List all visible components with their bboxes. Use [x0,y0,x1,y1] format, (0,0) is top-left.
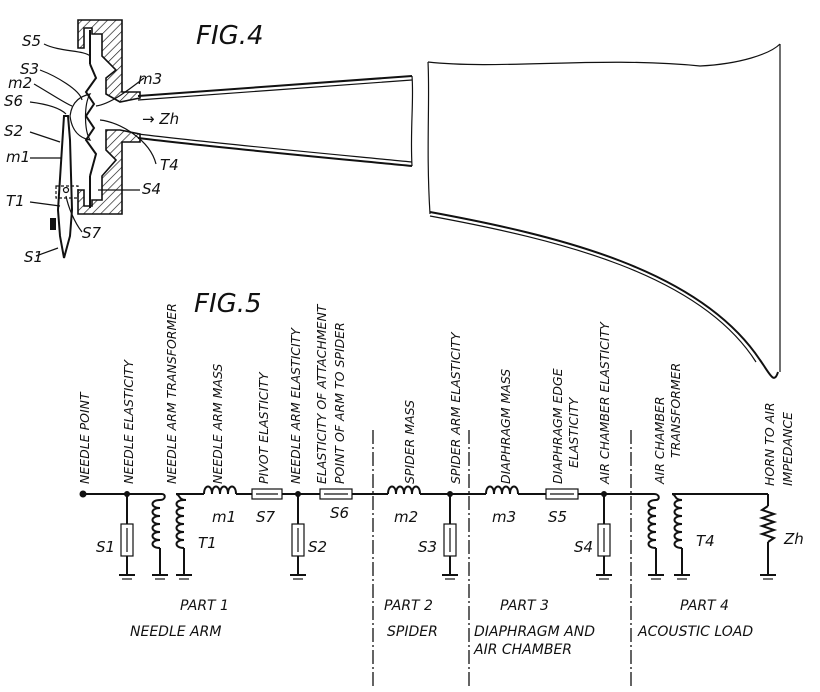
label-horn-to-air-line1: HORN TO AIR [762,402,777,486]
label-diaphragm-edge-line2: ELASTICITY [566,396,581,468]
fig4-leader-lines [29,43,157,257]
part2-title: PART 2 [384,598,433,614]
elasticity-s3-symbol [442,494,458,580]
label-spider-mass: SPIDER MASS [402,400,417,484]
mass-m3-symbol [485,485,519,495]
sym-zh: Zh [783,530,804,548]
sym-s3: S3 [418,538,437,556]
transformer-t1-symbol [151,493,192,580]
part3-name-line1: DIAPHRAGM AND [474,624,595,640]
elasticity-s4-symbol [596,494,612,580]
fig5-part-captions: PART 1 NEEDLE ARM PART 2 SPIDER PART 3 D… [130,598,753,658]
fig4-label-s2: S2 [4,122,23,140]
label-air-chamber-elasticity: AIR CHAMBER ELASTICITY [597,321,612,485]
fig4-label-s4: S4 [142,180,161,198]
label-air-chamber-transformer-line1: AIR CHAMBER [652,396,667,485]
elasticity-s2-symbol [290,494,306,580]
sym-s5: S5 [548,508,567,526]
sym-m2: m2 [394,508,418,526]
part3-title: PART 3 [500,598,549,614]
sym-s7: S7 [256,508,276,526]
part1-title: PART 1 [180,598,229,614]
fig4-label-zh: → Zh [142,110,179,128]
fig4-label-t1: T1 [6,192,25,210]
sym-s6: S6 [330,504,349,522]
sym-t4: T4 [696,532,715,550]
fig4-label-s3: S3 [20,60,39,78]
fig4-label-s7: S7 [82,224,102,242]
fig4-label-m2: m2 [8,74,32,92]
fig5-circuit [79,485,778,580]
fig5-title: FIG.5 [194,289,262,319]
fig5-part-dividers [372,430,632,688]
sym-s2: S2 [308,538,327,556]
part2-name: SPIDER [387,624,438,640]
mass-m1-symbol [203,485,237,495]
label-needle-arm-mass: NEEDLE ARM MASS [210,364,225,484]
sym-m1: m1 [212,508,236,526]
fig4-label-m3: m3 [138,70,162,88]
fig4-label-s1: S1 [24,248,43,266]
mass-m2-symbol [387,485,421,495]
label-needle-arm-elasticity: NEEDLE ARM ELASTICITY [288,327,303,484]
fig4-title: FIG.4 [196,21,264,51]
fig5-element-labels: NEEDLE POINT NEEDLE ELASTICITY NEEDLE AR… [77,303,795,486]
elasticity-s1-symbol [119,494,135,580]
label-spider-arm-elasticity: SPIDER ARM ELASTICITY [448,331,463,484]
label-diaphragm-edge-line1: DIAPHRAGM EDGE [550,368,565,484]
label-needle-elasticity: NEEDLE ELASTICITY [121,359,136,484]
label-needle-point: NEEDLE POINT [77,391,92,484]
transformer-t4-symbol [647,493,690,580]
label-attachment-elasticity-line1: ELASTICITY OF ATTACHMENT [314,303,329,484]
label-attachment-elasticity-line2: POINT OF ARM TO SPIDER [332,322,347,484]
part4-title: PART 4 [680,598,729,614]
fig4-horn [137,43,781,379]
fig4-label-s5: S5 [22,32,41,50]
fig4-label-s6: S6 [4,92,23,110]
label-pivot-elasticity: PIVOT ELASTICITY [256,371,271,484]
part1-name: NEEDLE ARM [130,624,221,640]
label-diaphragm-mass: DIAPHRAGM MASS [498,369,513,484]
label-horn-to-air-line2: IMPEDANCE [780,412,795,486]
impedance-zh-symbol [758,494,778,580]
sym-s4: S4 [574,538,593,556]
label-air-chamber-transformer-line2: TRANSFORMER [668,363,683,458]
fig4-label-m1: m1 [6,148,30,166]
fig4-label-t4: T4 [160,156,179,174]
sym-m3: m3 [492,508,516,526]
fig5-symbol-labels: S1 T1 m1 S7 S2 S6 m2 S3 m3 S5 S4 T4 Zh [96,504,804,556]
sym-s1: S1 [96,538,115,556]
sym-t1: T1 [198,534,217,552]
part4-name: ACOUSTIC LOAD [637,624,753,640]
label-needle-arm-transformer: NEEDLE ARM TRANSFORMER [164,303,179,484]
fig4-pickup-assembly [50,19,141,259]
part3-name-line2: AIR CHAMBER [473,642,572,658]
